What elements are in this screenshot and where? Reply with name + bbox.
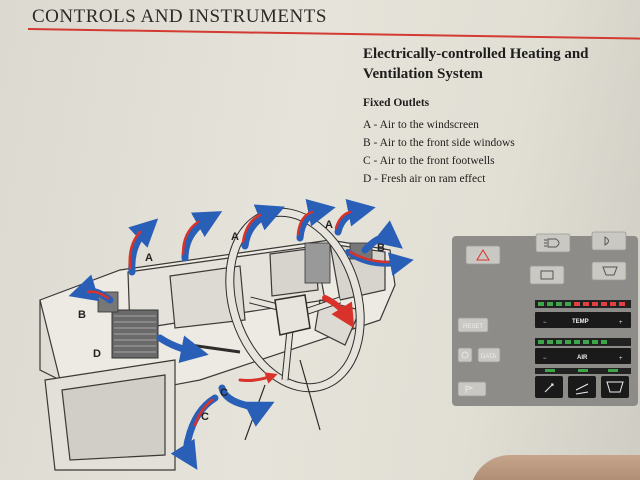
headlamp-button[interactable]: [535, 233, 571, 253]
front-defrost-icon: [602, 266, 618, 276]
outlets-heading: Fixed Outlets: [363, 97, 430, 109]
hazard-icon: [476, 249, 490, 261]
rear-defrost-icon: [540, 270, 554, 280]
outlet-item-d: D - Fresh air on ram effect: [363, 173, 486, 185]
section-title: Electrically-controlled Heating and Vent…: [363, 46, 589, 82]
vent-grille-d: [111, 309, 159, 359]
airflow-arrows: [68, 199, 414, 470]
label-b-1: B: [78, 309, 86, 321]
rear-defrost-button[interactable]: [529, 265, 565, 285]
outlet-item-a: A - Air to the windscreen: [363, 119, 479, 131]
outlet-list: A - Air to the windscreen B - Air to the…: [363, 116, 515, 188]
foot-icon: [575, 383, 589, 395]
air-plus-button[interactable]: +: [619, 356, 623, 362]
label-d: D: [93, 348, 101, 360]
label-a-3: A: [325, 219, 333, 231]
air-minus-button[interactable]: −: [543, 356, 547, 362]
air-label: AIR: [577, 355, 588, 361]
control-panel: − TEMP + RESET − AIR + DATA: [452, 231, 638, 406]
steering-wheel: [225, 207, 365, 393]
label-c-2: C: [220, 387, 228, 399]
data-label: DATA: [481, 354, 496, 360]
face-foot-button[interactable]: [535, 376, 563, 398]
label-b-2: B: [377, 242, 385, 254]
finger: [470, 455, 640, 480]
center-vent: [304, 242, 331, 284]
header-rule: [27, 28, 640, 40]
dial-button[interactable]: [457, 347, 473, 363]
foglamp-icon: [604, 236, 609, 246]
hazard-button[interactable]: [465, 245, 501, 265]
face-foot-icon: [544, 383, 554, 393]
label-a-2: A: [231, 231, 239, 243]
header-title: CONTROLS AND INSTRUMENTS: [32, 6, 327, 27]
screen-button[interactable]: [601, 376, 629, 398]
dial-icon: [461, 351, 469, 359]
temp-label: TEMP: [572, 319, 589, 325]
outlet-item-b: B - Air to the front side windows: [363, 137, 515, 149]
reset-button[interactable]: [457, 317, 489, 333]
label-c-1: C: [201, 411, 209, 423]
front-defrost-button[interactable]: [591, 261, 627, 281]
headlamp-icon: [544, 238, 560, 248]
reset-label: RESET: [463, 324, 483, 330]
temp-plus-button[interactable]: +: [619, 320, 623, 326]
label-a-1: A: [145, 252, 153, 264]
outlet-item-c: C - Air to the front footwells: [363, 155, 495, 167]
screen-icon: [606, 381, 624, 393]
air-control: [535, 348, 631, 364]
flag-icon: [465, 385, 474, 393]
data-button[interactable]: [477, 347, 501, 363]
dashboard-diagram: A A A B B C C D: [39, 199, 638, 471]
flag-button[interactable]: [457, 381, 487, 397]
temp-control: [535, 312, 631, 328]
temp-minus-button[interactable]: −: [543, 320, 547, 326]
